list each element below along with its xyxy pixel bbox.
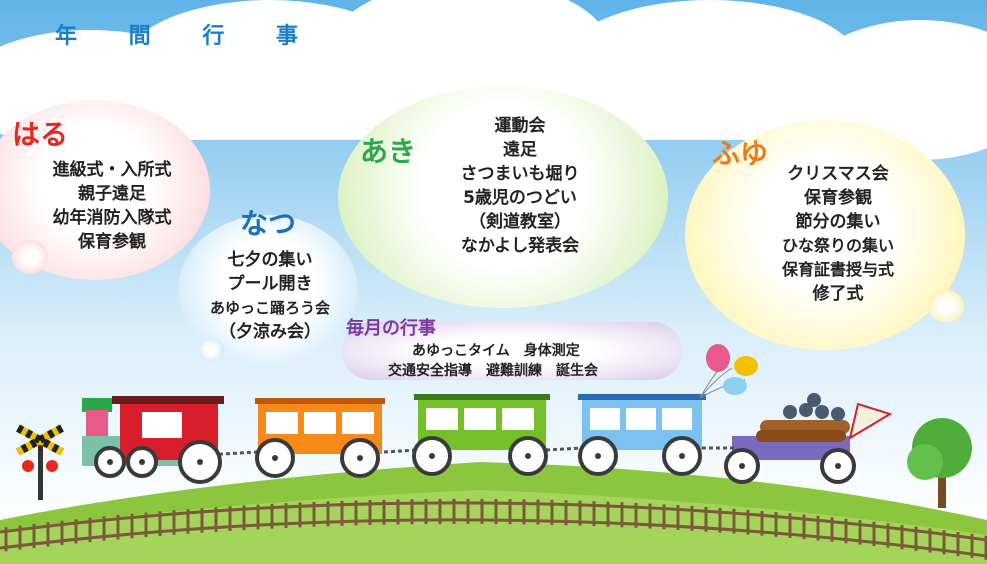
winter-bubble-small <box>928 290 964 322</box>
wheel-hub <box>139 459 145 465</box>
car-couplings <box>204 446 734 457</box>
monthly-events-line: あゆっこタイム 身体測定 <box>412 343 580 359</box>
tree-crown <box>907 444 943 480</box>
wheel-hub <box>197 459 203 465</box>
tree-trunk <box>938 460 946 508</box>
wheel-hub <box>679 453 685 459</box>
autumn-event: （剣道教室） <box>469 212 571 232</box>
summer-event: プール開き <box>227 274 313 294</box>
page-title: 年 間 行 事 <box>55 24 320 49</box>
wheel-hub <box>595 453 601 459</box>
winter-event-list: クリスマス会 保育参観 節分の集い ひな祭りの集い 保育証書授与式 修了式 <box>758 162 918 306</box>
autumn-event: なかよし発表会 <box>460 236 580 256</box>
wheel-hub <box>835 463 841 469</box>
wheel-hub <box>525 453 531 459</box>
winter-label: ふゆ <box>712 137 769 170</box>
summer-bubble-small <box>198 338 224 362</box>
autumn-event-list: 運動会 遠足 さつまいも堀り 5歳児のつどい （剣道教室） なかよし発表会 <box>440 114 600 258</box>
spring-event-list: 進級式・入所式 親子遠足 幼年消防入隊式 保育参観 <box>22 158 202 254</box>
autumn-event: さつまいも堀り <box>460 164 580 184</box>
summer-event: あゆっこ踊ろう会 <box>209 299 330 317</box>
winter-bubble <box>685 120 965 350</box>
winter-event: 保育証書授与式 <box>781 260 894 279</box>
summer-event-list: 七夕の集い プール開き あゆっこ踊ろう会 （夕涼み会） <box>190 248 350 344</box>
summer-label: なつ <box>240 207 297 240</box>
autumn-event: 遠足 <box>503 140 537 160</box>
spring-label: はる <box>12 118 69 151</box>
autumn-event: 5歳児のつどい <box>463 188 577 208</box>
winter-event: ひな祭りの集い <box>781 236 894 255</box>
winter-event: クリスマス会 <box>787 164 889 184</box>
winter-event: 保育参観 <box>804 188 872 208</box>
summer-event: （夕涼み会） <box>219 322 321 342</box>
wheel-hub <box>739 463 745 469</box>
balloons <box>699 344 758 399</box>
rail-track <box>0 518 987 558</box>
autumn-label: あき <box>360 135 417 168</box>
wheel-hub <box>357 455 363 461</box>
rail-track <box>0 501 987 542</box>
spring-bubble-small <box>12 240 48 274</box>
monthly-events-line: 交通安全指導 避難訓練 誕生会 <box>388 363 598 379</box>
winter-event: 節分の集い <box>795 212 881 232</box>
autumn-bubble <box>338 86 668 308</box>
summer-event: 七夕の集い <box>227 250 313 270</box>
spring-event: 親子遠足 <box>78 184 146 204</box>
rail-ties <box>4 498 987 560</box>
spring-event: 幼年消防入隊式 <box>52 208 172 228</box>
spring-event: 進級式・入所式 <box>52 160 172 180</box>
autumn-event: 運動会 <box>494 116 546 136</box>
wheel-hub <box>429 453 435 459</box>
monthly-cloud <box>342 322 682 380</box>
railroad-crossing <box>16 424 64 500</box>
wheel-hub <box>107 459 113 465</box>
train-wheels <box>94 436 856 484</box>
monthly-label: 毎月の行事 <box>346 318 436 339</box>
log-car <box>732 393 893 460</box>
wheel-hub <box>272 455 278 461</box>
winter-event: 修了式 <box>812 284 864 304</box>
spring-event: 保育参観 <box>78 232 146 252</box>
